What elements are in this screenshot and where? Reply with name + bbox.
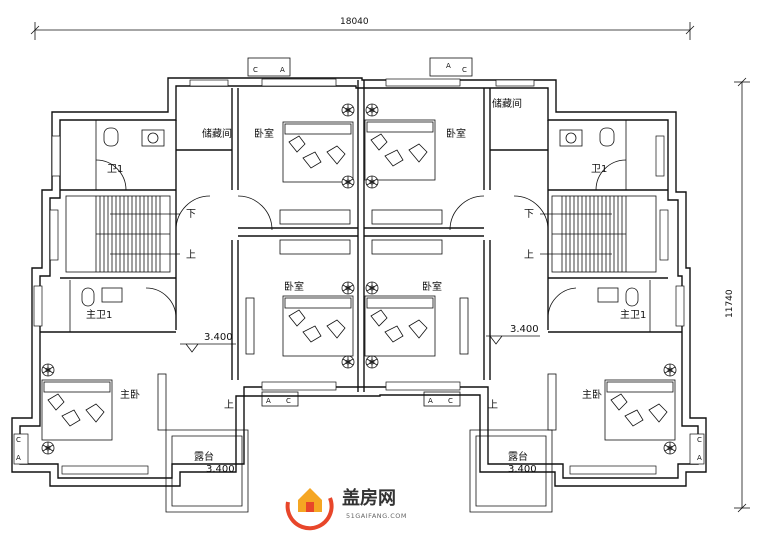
furniture: [41, 103, 677, 455]
stair-up-label-left: 上: [186, 249, 196, 261]
svg-text:A: A: [16, 454, 21, 462]
svg-text:C: C: [697, 436, 702, 444]
bath-label-right: 卫1: [591, 164, 607, 175]
storage-label-left: 储藏间: [202, 127, 232, 140]
master-bath-label-right: 主卫1: [620, 309, 646, 321]
storage-label-right: 储藏间: [492, 97, 522, 110]
stair-up-label-right: 上: [524, 249, 534, 261]
interior-walls-left: [40, 88, 358, 380]
balcony-up-left: 上: [224, 399, 234, 411]
side-windows: A C A C: [13, 135, 705, 475]
bedroom-label-top-right: 卧室: [446, 127, 466, 140]
height-dimension-label: 11740: [725, 289, 735, 318]
bedroom-label-bottom-right: 卧室: [422, 280, 442, 293]
stairs-left: 下 上: [65, 195, 196, 273]
site-logo: 盖房网 51GAIFANG.COM: [285, 487, 407, 531]
balcony-label-left: 露台: [194, 450, 214, 463]
balconies: [165, 429, 553, 513]
bedroom-label-top-left: 卧室: [254, 127, 274, 140]
elevation-right: 3.400: [510, 324, 539, 335]
elevation-left: 3.400: [204, 332, 233, 343]
side-window-tags: A C C A: [16, 436, 702, 462]
balcony-label-right: 露台: [508, 450, 528, 463]
elevation-balcony-left: 3.400: [206, 464, 235, 475]
logo-url: 51GAIFANG.COM: [346, 512, 407, 520]
svg-text:C: C: [253, 66, 258, 74]
svg-text:C: C: [16, 436, 21, 444]
svg-text:A: A: [266, 397, 271, 405]
logo-name: 盖房网: [342, 487, 396, 509]
width-dimension: 18040: [30, 17, 695, 40]
elevation-marks: 3.400 3.400 3.400 3.400 上 上: [180, 324, 540, 475]
stairs-right: 下 上: [524, 195, 657, 273]
width-dimension-label: 18040: [340, 17, 369, 27]
height-dimension: 11740: [725, 77, 750, 513]
svg-text:A: A: [280, 66, 285, 74]
interior-walls-right: [364, 88, 682, 380]
bath-label-left: 卫1: [107, 164, 123, 175]
elevation-balcony-right: 3.400: [508, 464, 537, 475]
svg-text:A: A: [428, 397, 433, 405]
master-bath-label-left: 主卫1: [86, 309, 112, 321]
svg-text:C: C: [462, 66, 467, 74]
house-logo-icon: [285, 488, 334, 531]
svg-text:C: C: [286, 397, 291, 405]
stair-down-label-left: 下: [186, 209, 196, 220]
room-labels: 储藏间 储藏间 卧室 卧室 卧室 卧室 卫1 卫1 主卫1 主卫1 主卧 主卧 …: [86, 97, 646, 463]
master-bedroom-label-right: 主卧: [582, 388, 602, 401]
svg-text:C: C: [448, 397, 453, 405]
svg-text:A: A: [697, 454, 702, 462]
balcony-up-right: 上: [488, 399, 498, 411]
stair-down-label-right: 下: [524, 209, 534, 220]
svg-text:A: A: [446, 62, 451, 70]
bedroom-label-bottom-left: 卧室: [284, 280, 304, 293]
top-windows: C A A C: [189, 57, 535, 87]
master-bedroom-label-left: 主卧: [120, 388, 140, 401]
